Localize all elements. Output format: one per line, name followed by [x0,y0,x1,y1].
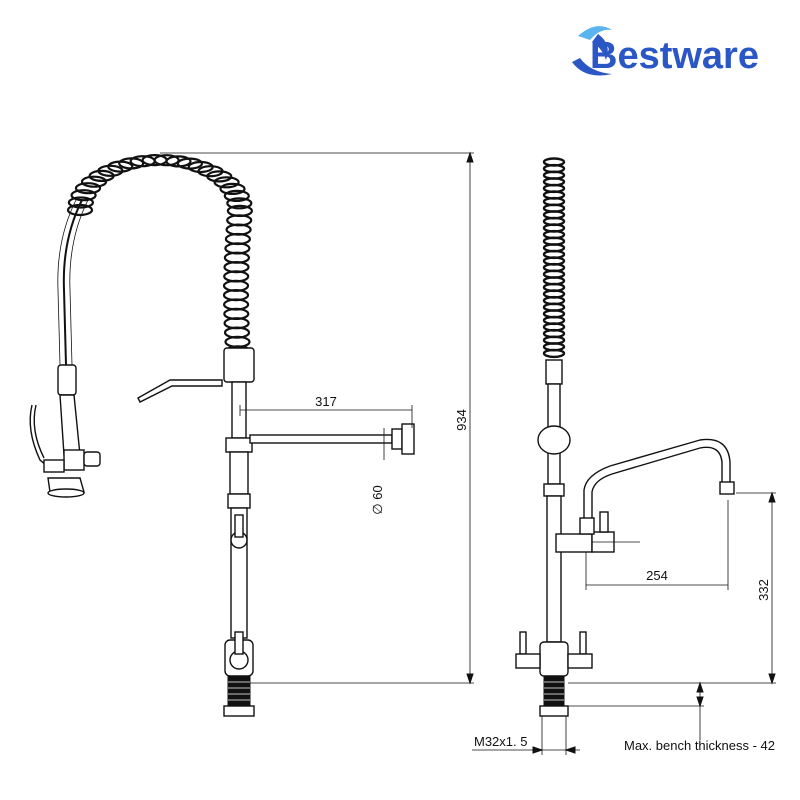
pre-rinse-unit-side-view: 317 ∅ 60 934 [29,151,474,717]
dimension-254: 254 [585,500,729,590]
dimension-bench: Max. bench thickness - 42 [568,681,775,753]
coil-loop [80,175,108,188]
add-on-faucet [555,438,735,553]
coil-loop [213,176,240,189]
front-column [537,359,571,717]
logo-swoosh-icon [572,26,612,76]
coil-loop [67,196,95,209]
flex-hose [62,199,83,366]
coil-loop [70,189,97,202]
coil-loop [226,197,253,210]
coil-loop [542,348,566,359]
spring-coil-right [542,157,566,359]
dim-label-332: 332 [756,579,771,601]
dim-label-diameter: ∅ 60 [370,485,385,514]
coil-loop [206,170,233,183]
logo-text: Bestware [590,35,759,77]
dimension-934: 934 [160,151,474,685]
dim-label-934: 934 [454,409,469,431]
bench-note: Max. bench thickness - 42 [624,738,775,753]
front-mounting-thread [539,675,569,717]
valve-handles [515,631,593,669]
dimension-diameter: ∅ 60 [370,428,385,515]
swing-arm [249,423,415,455]
coil-loop [219,182,246,195]
dim-label-317: 317 [315,394,337,409]
thread-label: M32x1. 5 [474,734,527,749]
spring-coil-left [66,154,253,377]
wall-bracket [137,379,223,403]
coil-loop [74,182,102,195]
dim-label-254: 254 [646,568,668,583]
dimension-317: 317 [239,394,413,428]
coil-loop [153,154,180,167]
brand-logo: Bestware [572,26,759,77]
dimension-thread: M32x1. 5 [472,716,580,755]
pre-rinse-unit-front-view: 254 332 Max. bench thickness - 42 M3 [472,157,776,755]
main-column [223,347,255,717]
mounting-thread [223,675,255,717]
spray-valve [29,364,101,498]
dimension-332: 332 [568,491,776,685]
coil-loop [223,189,250,202]
